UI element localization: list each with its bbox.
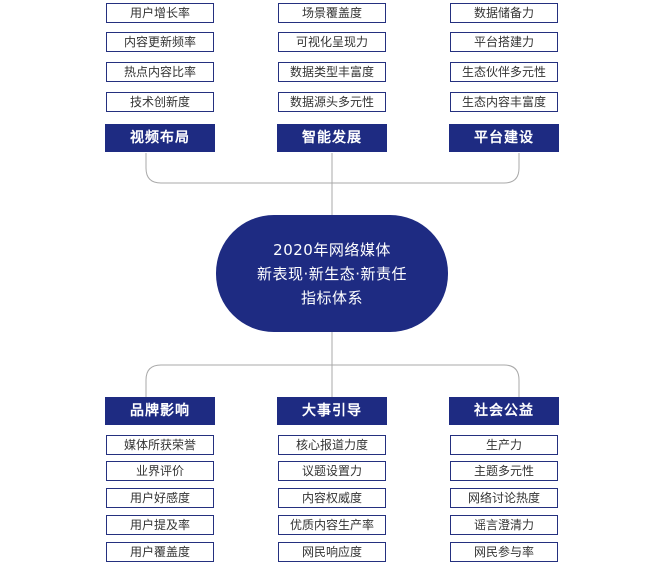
item-data-type-richness: 数据类型丰富度 [278, 62, 386, 82]
item-productivity: 生产力 [450, 435, 558, 455]
category-smart-development: 智能发展 [277, 124, 387, 152]
item-ecosystem-content-richness: 生态内容丰富度 [450, 92, 558, 112]
item-content-update-frequency: 内容更新频率 [106, 32, 214, 52]
item-hot-content-ratio: 热点内容比率 [106, 62, 214, 82]
item-user-mention-rate: 用户提及率 [106, 515, 214, 535]
item-user-coverage: 用户覆盖度 [106, 542, 214, 562]
center-title-line-3: 指标体系 [300, 288, 363, 307]
category-social-welfare: 社会公益 [449, 397, 559, 425]
category-platform-building: 平台建设 [449, 124, 559, 152]
category-video-layout: 视频布局 [105, 124, 215, 152]
item-quality-content-production: 优质内容生产率 [278, 515, 386, 535]
center-title-line-1: 2020年网络媒体 [273, 240, 391, 259]
item-rumor-clarification: 谣言澄清力 [450, 515, 558, 535]
item-industry-evaluation: 业界评价 [106, 461, 214, 481]
item-netizen-participation: 网民参与率 [450, 542, 558, 562]
item-scene-coverage: 场景覆盖度 [278, 3, 386, 23]
item-data-reserve: 数据储备力 [450, 3, 558, 23]
item-tech-innovation: 技术创新度 [106, 92, 214, 112]
item-user-growth-rate: 用户增长率 [106, 3, 214, 23]
item-user-favorability: 用户好感度 [106, 488, 214, 508]
item-visualization: 可视化呈现力 [278, 32, 386, 52]
item-data-source-diversity: 数据源头多元性 [278, 92, 386, 112]
category-brand-influence: 品牌影响 [105, 397, 215, 425]
center-title-line-2: 新表现·新生态·新责任 [256, 264, 408, 283]
item-core-report-intensity: 核心报道力度 [278, 435, 386, 455]
item-theme-diversity: 主题多元性 [450, 461, 558, 481]
item-partner-diversity: 生态伙伴多元性 [450, 62, 558, 82]
center-node: 2020年网络媒体 新表现·新生态·新责任 指标体系 [216, 215, 448, 332]
category-major-event-guidance: 大事引导 [277, 397, 387, 425]
item-content-authority: 内容权威度 [278, 488, 386, 508]
item-netizen-response: 网民响应度 [278, 542, 386, 562]
item-online-discussion-heat: 网络讨论热度 [450, 488, 558, 508]
item-platform-building: 平台搭建力 [450, 32, 558, 52]
bottom-bracket [145, 364, 520, 397]
item-agenda-setting: 议题设置力 [278, 461, 386, 481]
item-media-awards: 媒体所获荣誉 [106, 435, 214, 455]
